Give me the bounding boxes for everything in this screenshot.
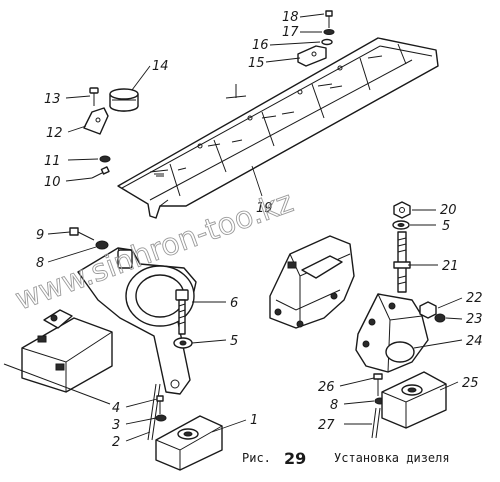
stud-part-2 — [147, 383, 161, 441]
bolt-part-10 — [91, 166, 110, 179]
callout-1: 1 — [250, 413, 258, 428]
callout-23: 23 — [466, 312, 483, 327]
leader-lines — [47, 13, 463, 442]
washer-part-16 — [321, 38, 333, 46]
front-engine-bracket — [77, 247, 197, 395]
callout-3: 3 — [112, 418, 120, 433]
bolt-part-13 — [89, 87, 99, 106]
callout-14: 14 — [152, 59, 169, 74]
caption-prefix: Рис. — [242, 451, 271, 465]
figure-caption: Рис. 29 Установка дизеля — [242, 449, 450, 468]
callout-26: 26 — [318, 380, 335, 395]
stud-part-27 — [371, 407, 381, 439]
callout-5-center: 5 — [230, 334, 238, 349]
bolt-part-26 — [373, 373, 383, 396]
stud-part-21 — [393, 231, 411, 293]
callout-13: 13 — [44, 92, 61, 107]
caption-title: Установка дизеля — [334, 451, 450, 465]
rear-mount-housing — [269, 235, 355, 329]
bolt-part-4 — [156, 395, 164, 414]
washer-part-3 — [155, 414, 167, 422]
rubber-block-part-25 — [381, 371, 447, 429]
washer-part-5-right — [392, 220, 410, 230]
callout-labels: 18 17 16 15 14 13 12 11 10 19 20 5 9 8 2… — [36, 10, 483, 450]
washer-part-5-center — [173, 337, 193, 349]
callout-5-upper: 5 — [442, 219, 450, 234]
callout-25: 25 — [462, 376, 479, 391]
callout-19: 19 — [256, 201, 273, 216]
nut-part-20 — [393, 201, 411, 219]
callout-17: 17 — [282, 25, 299, 40]
callout-8-upper: 8 — [36, 256, 44, 271]
rubber-pad-part-14 — [109, 88, 139, 112]
beam-part-19 — [117, 37, 439, 219]
washer-part-11 — [99, 155, 111, 163]
callout-16: 16 — [252, 38, 269, 53]
nut-part-22 — [419, 301, 437, 319]
callout-8-lower: 8 — [330, 398, 338, 413]
callout-12: 12 — [46, 126, 63, 141]
callout-4: 4 — [112, 401, 120, 416]
callout-18: 18 — [282, 10, 299, 25]
caption-number: 29 — [284, 449, 306, 468]
bracket-part-12 — [83, 107, 109, 135]
bolt-part-18 — [325, 10, 333, 28]
callout-2: 2 — [112, 435, 120, 450]
callout-20: 20 — [440, 203, 457, 218]
callout-21: 21 — [442, 259, 459, 274]
callout-10: 10 — [44, 175, 61, 190]
callout-9: 9 — [36, 228, 44, 243]
callout-11: 11 — [44, 154, 61, 169]
callout-22: 22 — [466, 291, 483, 306]
left-mount-block — [3, 309, 113, 405]
callout-27: 27 — [318, 418, 335, 433]
bracket-part-15 — [297, 45, 327, 67]
washer-part-8-upper — [95, 240, 109, 250]
callout-15: 15 — [248, 56, 265, 71]
washer-part-23 — [434, 313, 446, 323]
bolt-part-6 — [175, 289, 189, 335]
rubber-block-part-1 — [155, 415, 223, 471]
bolt-part-9 — [69, 227, 95, 241]
bracket-part-24 — [355, 293, 429, 373]
callout-24: 24 — [466, 334, 483, 349]
washer-part-17 — [323, 29, 335, 35]
callout-6: 6 — [230, 296, 238, 311]
